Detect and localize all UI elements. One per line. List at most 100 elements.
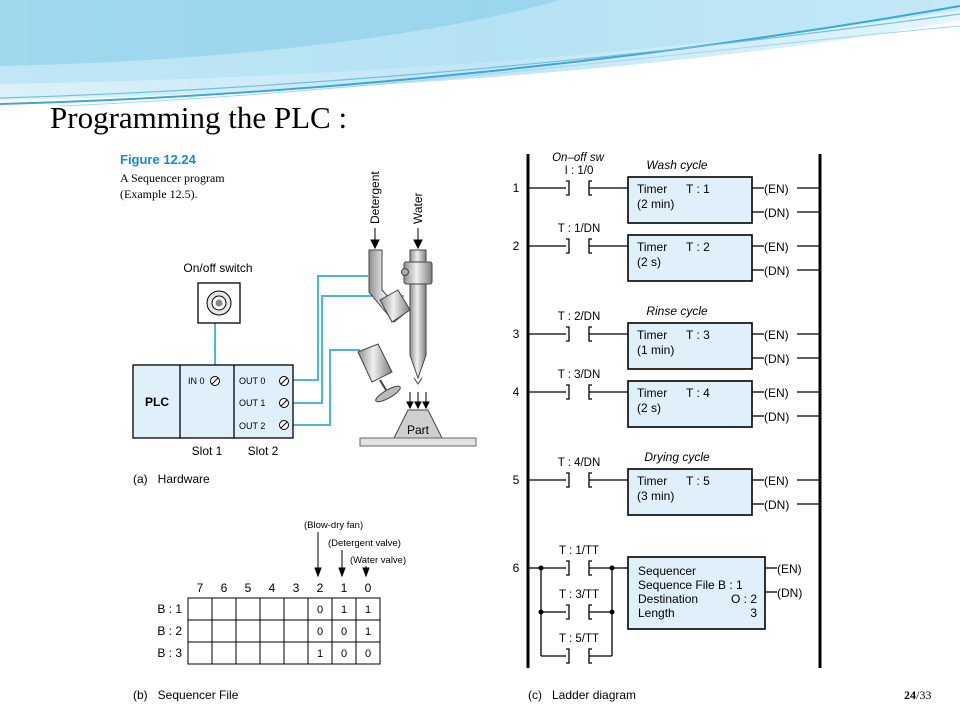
water-valve-label: (Water valve) — [350, 555, 406, 566]
row-label: B : 3 — [157, 646, 182, 660]
table-cell — [259, 597, 285, 621]
sequence-file-line: Sequence File B : 1 — [638, 578, 743, 592]
contact-label: T : 2/DN — [558, 311, 601, 323]
dn-output: (DN) — [764, 264, 789, 278]
sequencer-title: Sequencer — [638, 564, 696, 578]
table-cell — [259, 641, 285, 665]
detergent-valve-label: (Detergent valve) — [328, 538, 401, 549]
cell-value: 1 — [341, 604, 347, 616]
timer-number: T : 1 — [686, 182, 710, 196]
page-total: 33 — [919, 688, 932, 702]
contact-label: T : 1/DN — [558, 223, 601, 235]
rung-number: 4 — [513, 385, 520, 399]
page-number: 24/33 — [904, 688, 931, 703]
en-output: (EN) — [764, 474, 789, 488]
table-cell — [187, 619, 213, 643]
table-cell — [283, 619, 309, 643]
slot2-label: Slot 2 — [248, 444, 279, 458]
timer-number: T : 2 — [686, 240, 710, 254]
in0-label: IN 0 — [188, 376, 205, 386]
cell-value: 1 — [317, 648, 323, 660]
blow-dry-fan-icon — [357, 343, 401, 403]
length-label: Length — [638, 606, 675, 620]
spray-arrows — [406, 392, 430, 410]
bit-header: 7 — [197, 581, 204, 595]
bit-header: 3 — [293, 581, 300, 595]
timer-preset: (3 min) — [637, 489, 674, 503]
blow-dry-fan-label: (Blow-dry fan) — [304, 520, 363, 531]
switch-label: On/off switch — [183, 261, 252, 275]
timer-block — [627, 322, 753, 370]
timer-preset: (2 min) — [637, 197, 674, 211]
contact-label: T : 3/TT — [559, 589, 599, 601]
plc-label: PLC — [145, 395, 169, 409]
sequencer-file-caption: (b) Sequencer File — [133, 688, 239, 702]
table-cell — [235, 597, 261, 621]
dn-output: (DN) — [777, 586, 802, 600]
length-value: 3 — [750, 606, 757, 620]
sequencer-block — [627, 556, 766, 630]
ladder-caption: (c) Ladder diagram — [528, 688, 636, 702]
bit-header: 2 — [317, 581, 324, 595]
bit-header: 4 — [269, 581, 276, 595]
bit-header: 5 — [245, 581, 252, 595]
section-label: Drying cycle — [644, 450, 710, 464]
out2-label: OUT 2 — [239, 421, 265, 431]
rung-number: 3 — [513, 327, 520, 341]
destination-label: Destination — [638, 592, 698, 606]
rung-number: 2 — [513, 239, 520, 253]
contact-icon — [566, 560, 570, 576]
contact-icon — [566, 384, 570, 400]
table-cell — [259, 619, 285, 643]
hardware-diagram: On/off switch PLC IN 0 OUT 0 OUT 1 OUT 2… — [132, 171, 477, 486]
figure-caption-line2: (Example 12.5). — [120, 187, 198, 201]
page-separator: / — [916, 688, 920, 702]
contact-label: T : 4/DN — [558, 457, 601, 469]
dn-output: (DN) — [764, 206, 789, 220]
contact-label: T : 5/TT — [559, 633, 599, 645]
contact-icon — [566, 604, 570, 620]
rung-6: 6T : 1/TTT : 3/TTT : 5/TTSequencerSequen… — [513, 545, 802, 664]
table-cell — [211, 619, 237, 643]
dn-output: (DN) — [764, 352, 789, 366]
timer-block — [627, 380, 753, 428]
cell-value: 0 — [341, 626, 347, 638]
rung-number: 5 — [513, 473, 520, 487]
table-cell — [235, 641, 261, 665]
water-label: Water — [411, 192, 425, 224]
table-cell — [187, 641, 213, 665]
slot1-label: Slot 1 — [192, 444, 223, 458]
terminal-screws — [210, 376, 289, 430]
destination-value: O : 2 — [731, 592, 757, 606]
row-label: B : 2 — [157, 624, 182, 638]
slide-title: Programming the PLC : — [50, 100, 348, 135]
timer-label: Timer — [637, 386, 667, 400]
contact-icon — [566, 472, 570, 488]
detergent-label: Detergent — [368, 171, 382, 224]
timer-block — [627, 234, 753, 282]
timer-preset: (2 s) — [637, 401, 661, 415]
table-cell — [187, 597, 213, 621]
table-cell — [211, 641, 237, 665]
bit-header: 1 — [341, 581, 348, 595]
contact-label: I : 1/0 — [565, 165, 594, 177]
section-label: Wash cycle — [646, 158, 707, 172]
contact-icon — [566, 648, 570, 664]
out1-label: OUT 1 — [239, 398, 265, 408]
timer-preset: (1 min) — [637, 343, 674, 357]
rung-number: 1 — [513, 181, 520, 195]
en-output: (EN) — [764, 328, 789, 342]
cell-value: 0 — [317, 626, 323, 638]
timer-label: Timer — [637, 474, 667, 488]
timer-block — [627, 468, 753, 516]
